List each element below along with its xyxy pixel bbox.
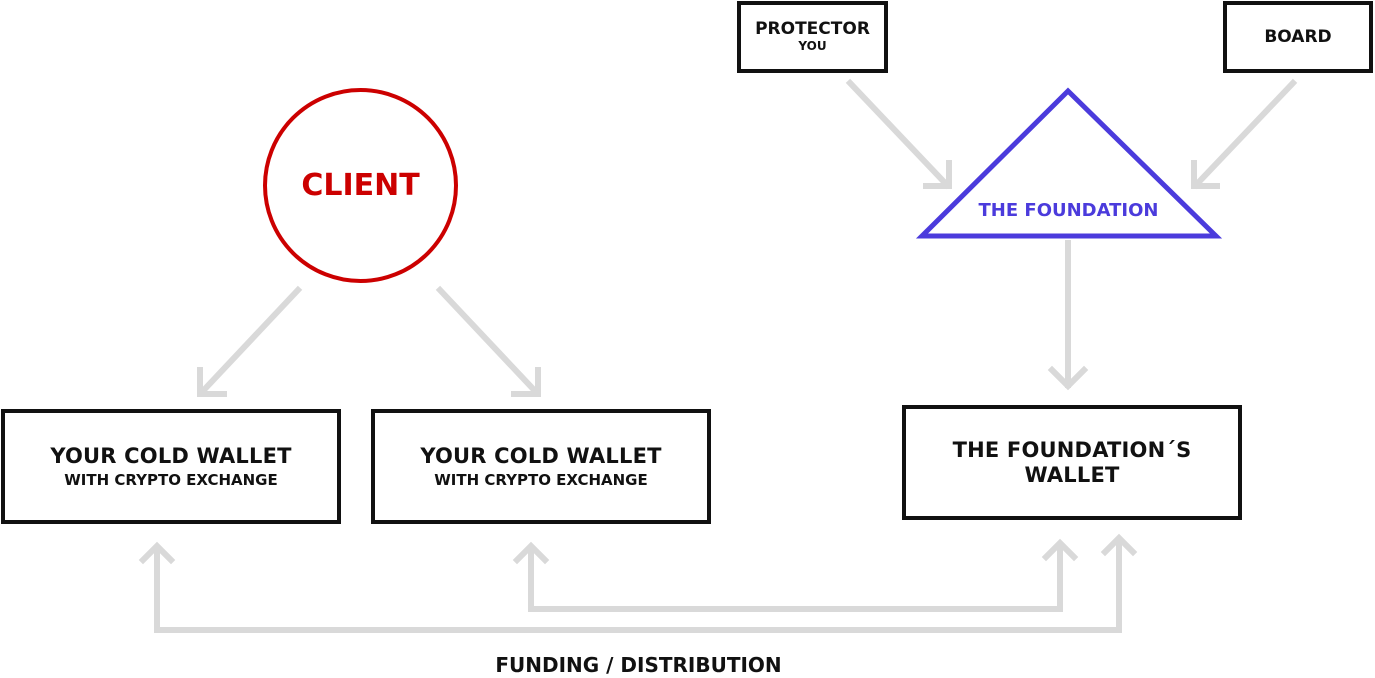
protector-box: PROTECTOR YOU [737,1,888,73]
cold-wallet-box-1: YOUR COLD WALLET WITH CRYPTO EXCHANGE [1,409,341,524]
foundation-wallet-line2: WALLET [1024,462,1120,487]
protector-subtitle: YOU [798,39,827,54]
funding-distribution-label: FUNDING / DISTRIBUTION [495,653,782,677]
cold-wallet-box-2: YOUR COLD WALLET WITH CRYPTO EXCHANGE [371,409,711,524]
cold-wallet-1-title: YOUR COLD WALLET [50,444,292,469]
board-label: BOARD [1264,26,1332,47]
board-box: BOARD [1223,1,1373,73]
client-node: CLIENT [263,88,458,283]
cold-wallet-2-title: YOUR COLD WALLET [420,444,662,469]
arrow-client-to-wallet-1 [197,285,303,397]
client-label: CLIENT [301,168,420,203]
foundation-label: THE FOUNDATION [978,200,1159,221]
foundation-wallet-box: THE FOUNDATION´S WALLET [902,405,1242,520]
cold-wallet-1-subtitle: WITH CRYPTO EXCHANGE [64,470,278,489]
cold-wallet-2-subtitle: WITH CRYPTO EXCHANGE [434,470,648,489]
arrow-protector-to-foundation [845,78,952,190]
arrow-client-to-wallet-2 [435,285,541,397]
foundation-triangle [915,87,1223,239]
foundation-wallet-line1: THE FOUNDATION´S [952,438,1192,463]
protector-title: PROTECTOR [755,19,870,40]
arrow-funding-route-inner [512,538,1079,612]
arrow-board-to-foundation [1191,78,1298,190]
arrow-foundation-to-wallet [1047,240,1089,391]
arrow-funding-route-outer [138,533,1138,633]
